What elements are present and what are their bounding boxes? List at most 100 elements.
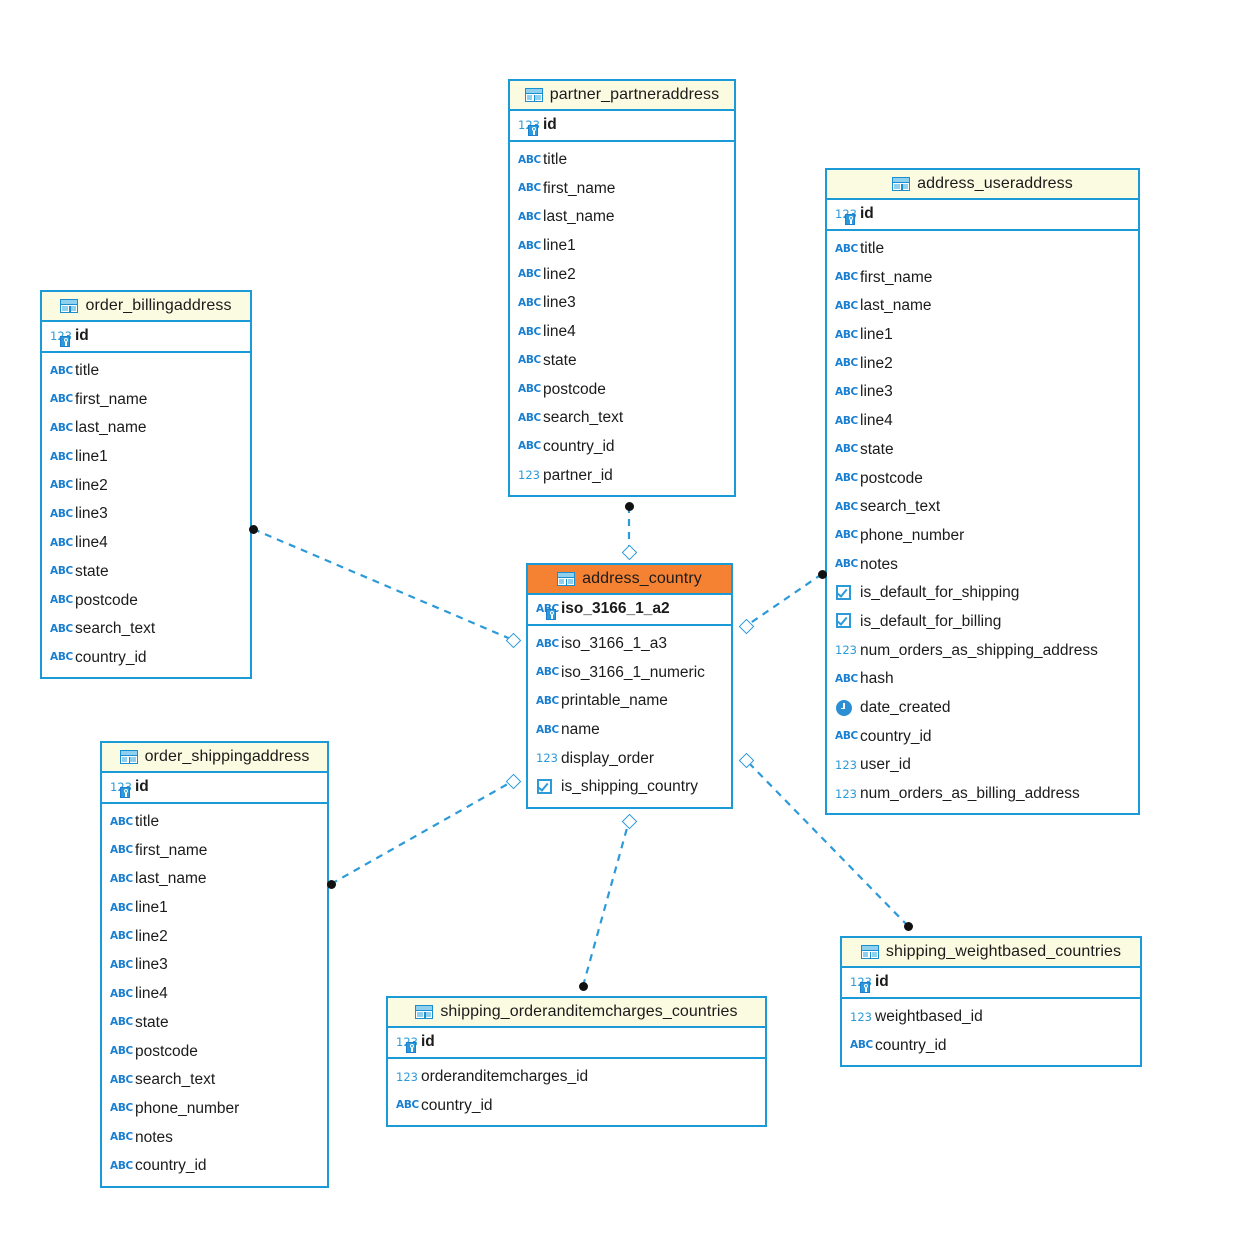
table-partner_partneraddress[interactable]: partner_partneraddress123idABCtitleABCfi… [508, 79, 736, 497]
num-icon: 123 [835, 643, 857, 658]
column-name: weightbased_id [875, 1008, 983, 1026]
table-header[interactable]: order_shippingaddress [102, 743, 327, 773]
table-shipping_orderanditemcharges_countries[interactable]: shipping_orderanditemcharges_countries12… [386, 996, 767, 1128]
table-header[interactable]: address_country [528, 565, 731, 595]
table-header[interactable]: shipping_weightbased_countries [842, 938, 1140, 968]
column-name: postcode [543, 380, 606, 398]
column-row[interactable]: is_default_for_billing [827, 608, 1138, 637]
table-header[interactable]: shipping_orderanditemcharges_countries [388, 998, 765, 1028]
table-header[interactable]: address_useraddress [827, 170, 1138, 200]
column-row[interactable]: is_default_for_shipping [827, 579, 1138, 608]
column-name: iso_3166_1_numeric [561, 663, 705, 681]
primary-key-row[interactable]: 123id [842, 968, 1140, 997]
table-address_country[interactable]: address_countryABCiso_3166_1_a2ABCiso_31… [526, 563, 733, 809]
column-name: name [561, 721, 600, 739]
primary-key-row[interactable]: 123id [510, 111, 734, 140]
column-row[interactable]: is_shipping_country [528, 773, 731, 802]
table-grid-icon [415, 1005, 434, 1019]
table-order_shippingaddress[interactable]: order_shippingaddress123idABCtitleABCfir… [100, 741, 329, 1188]
abc-icon: ABC [835, 443, 858, 456]
primary-key-section: 123id [842, 968, 1140, 999]
table-header[interactable]: partner_partneraddress [510, 81, 734, 111]
table-shipping_weightbased_countries[interactable]: shipping_weightbased_countries123id 123we… [840, 936, 1142, 1068]
num-icon: 123 [50, 328, 72, 347]
table-order_billingaddress[interactable]: order_billingaddress123idABCtitleABCfirs… [40, 290, 252, 680]
primary-key-row[interactable]: 123id [388, 1028, 765, 1057]
column-name: display_order [561, 749, 655, 767]
table-address_useraddress[interactable]: address_useraddress123idABCtitleABCfirst… [825, 168, 1140, 816]
abc-icon: ABC [835, 529, 858, 542]
column-name: id [75, 327, 89, 345]
column-row[interactable]: date_created [827, 694, 1138, 723]
primary-key-row[interactable]: 123id [42, 322, 250, 351]
primary-key-row[interactable]: 123id [827, 200, 1138, 229]
primary-key-row[interactable]: 123id [102, 773, 327, 802]
table-header[interactable]: order_billingaddress [42, 292, 250, 322]
